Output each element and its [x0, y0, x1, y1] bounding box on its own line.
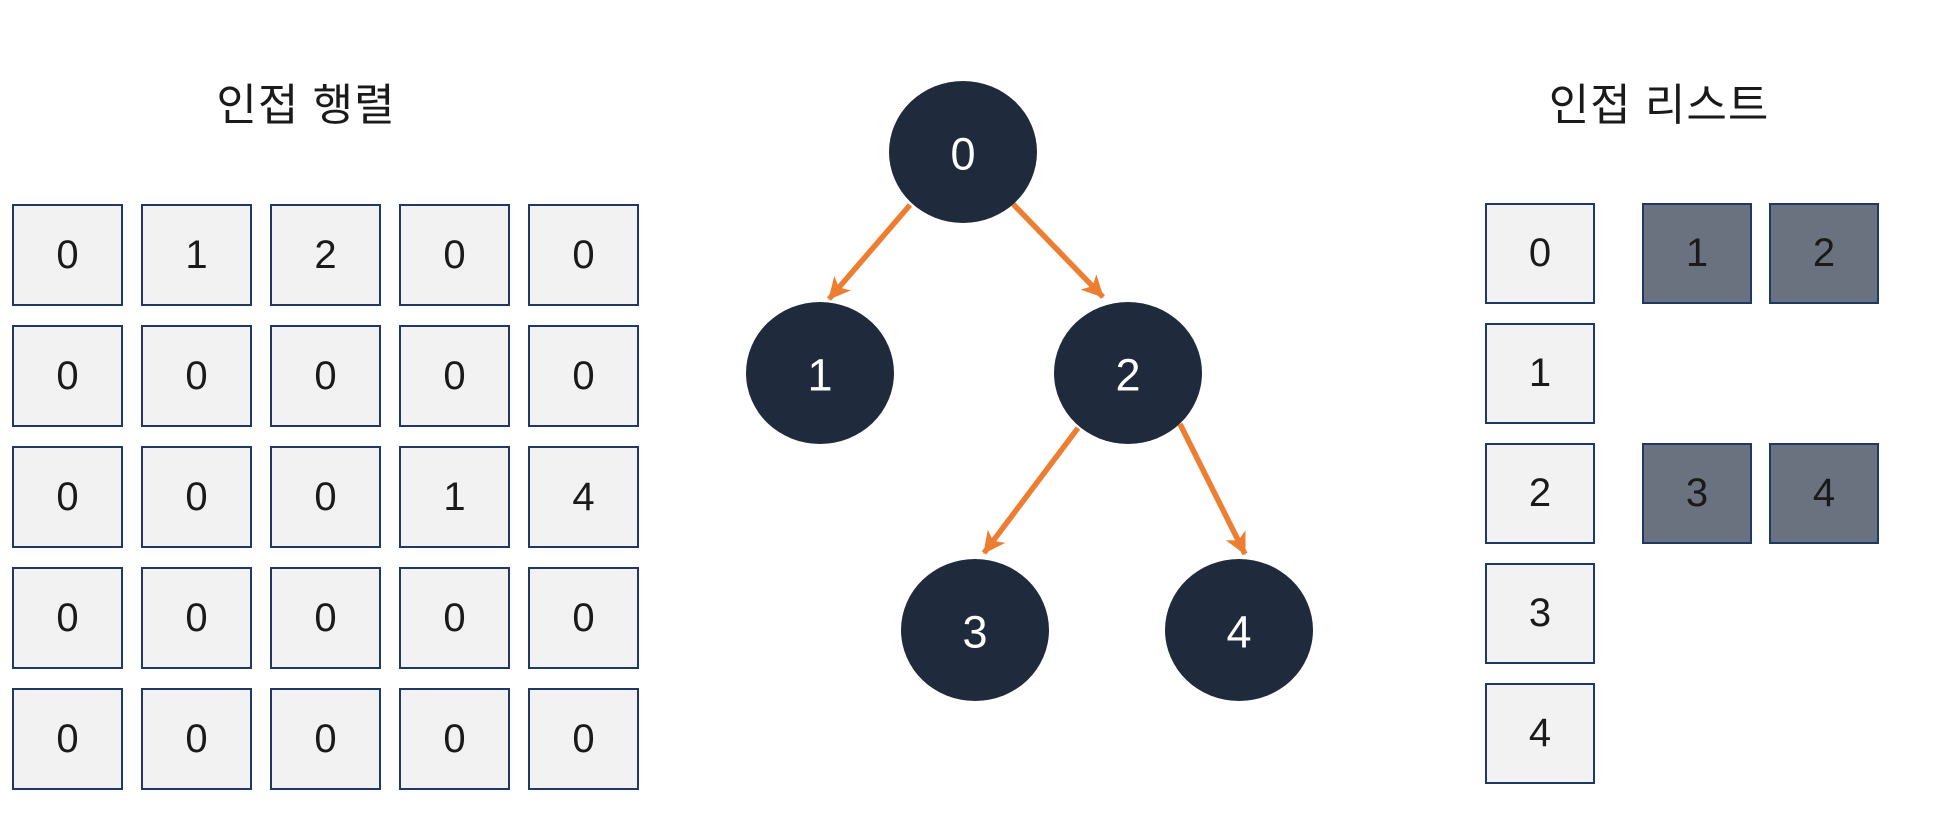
- list-neighbor-cell-2-4: 4: [1769, 443, 1879, 544]
- tree-node-label-3: 3: [962, 607, 987, 658]
- tree-node-3: 3: [901, 559, 1049, 701]
- matrix-cell-r3c3: 0: [399, 567, 510, 669]
- matrix-cell-r3c2: 0: [270, 567, 381, 669]
- matrix-cell-r0c0: 0: [12, 204, 123, 306]
- matrix-cell-r2c1: 0: [141, 446, 252, 548]
- matrix-cell-r0c4: 0: [528, 204, 639, 306]
- matrix-cell-r2c4: 4: [528, 446, 639, 548]
- matrix-cell-r3c4: 0: [528, 567, 639, 669]
- adjacency-matrix-title: 인접 행렬: [216, 81, 396, 130]
- list-neighbor-cell-2-3: 3: [1642, 443, 1752, 544]
- matrix-cell-r4c3: 0: [399, 688, 510, 790]
- list-neighbor-cell-0-2: 2: [1769, 203, 1879, 304]
- matrix-cell-r4c0: 0: [12, 688, 123, 790]
- tree-node-circle-1: [746, 302, 894, 444]
- edge-arrow-0-1: [826, 203, 913, 301]
- edge-arrow-2-3: [981, 426, 1081, 555]
- tree-node-label-2: 2: [1115, 350, 1140, 401]
- tree-node-4: 4: [1165, 559, 1313, 701]
- matrix-cell-r4c4: 0: [528, 688, 639, 790]
- tree-node-label-4: 4: [1226, 607, 1251, 658]
- edge-arrow-2-4: [1177, 422, 1248, 556]
- matrix-cell-r1c0: 0: [12, 325, 123, 427]
- matrix-cell-r1c1: 0: [141, 325, 252, 427]
- matrix-cell-r1c4: 0: [528, 325, 639, 427]
- tree-node-circle-3: [901, 559, 1049, 701]
- matrix-cell-r3c1: 0: [141, 567, 252, 669]
- matrix-cell-r0c1: 1: [141, 204, 252, 306]
- matrix-cell-r0c3: 0: [399, 204, 510, 306]
- list-index-cell-2: 2: [1485, 443, 1595, 544]
- list-neighbor-cell-0-1: 1: [1642, 203, 1752, 304]
- matrix-cell-r2c2: 0: [270, 446, 381, 548]
- tree-node-circle-4: [1165, 559, 1313, 701]
- list-index-cell-3: 3: [1485, 563, 1595, 664]
- tree-node-1: 1: [746, 302, 894, 444]
- tree-node-circle-0: [889, 81, 1037, 223]
- matrix-cell-r2c3: 1: [399, 446, 510, 548]
- tree-node-label-0: 0: [950, 129, 975, 180]
- list-index-cell-0: 0: [1485, 203, 1595, 304]
- matrix-cell-r4c1: 0: [141, 688, 252, 790]
- matrix-cell-r1c3: 0: [399, 325, 510, 427]
- matrix-cell-r3c0: 0: [12, 567, 123, 669]
- tree-node-circle-2: [1054, 302, 1202, 444]
- tree-node-0: 0: [889, 81, 1037, 223]
- edge-arrow-0-2: [1011, 202, 1105, 299]
- matrix-cell-r4c2: 0: [270, 688, 381, 790]
- tree-node-2: 2: [1054, 302, 1202, 444]
- matrix-cell-r1c2: 0: [270, 325, 381, 427]
- matrix-cell-r2c0: 0: [12, 446, 123, 548]
- list-index-cell-1: 1: [1485, 323, 1595, 424]
- matrix-cell-r0c2: 2: [270, 204, 381, 306]
- adjacency-list-title: 인접 리스트: [1548, 81, 1770, 130]
- tree-node-label-1: 1: [807, 350, 832, 401]
- list-index-cell-4: 4: [1485, 683, 1595, 784]
